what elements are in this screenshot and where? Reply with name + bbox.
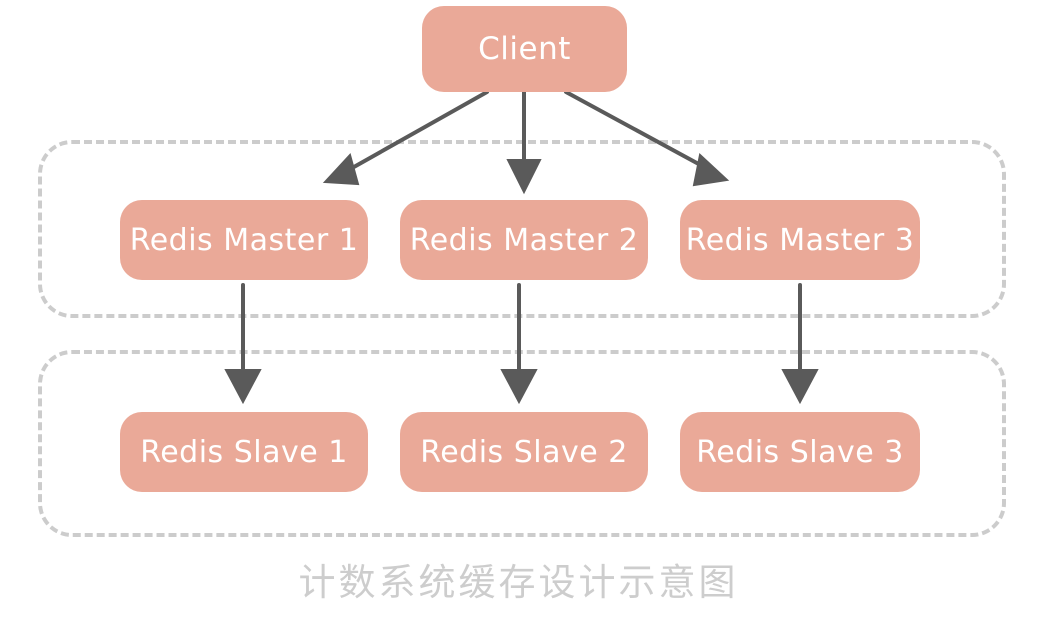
node-redis-master-3[interactable]: Redis Master 3 [680,200,920,280]
node-redis-slave-3[interactable]: Redis Slave 3 [680,412,920,492]
node-redis-master-1[interactable]: Redis Master 1 [120,200,368,280]
node-redis-master-2[interactable]: Redis Master 2 [400,200,648,280]
node-redis-slave-1[interactable]: Redis Slave 1 [120,412,368,492]
slaves-group-container [38,350,1006,537]
node-client[interactable]: Client [422,6,627,92]
diagram-caption: 计数系统缓存设计示意图 [298,561,739,604]
node-redis-slave-2[interactable]: Redis Slave 2 [400,412,648,492]
